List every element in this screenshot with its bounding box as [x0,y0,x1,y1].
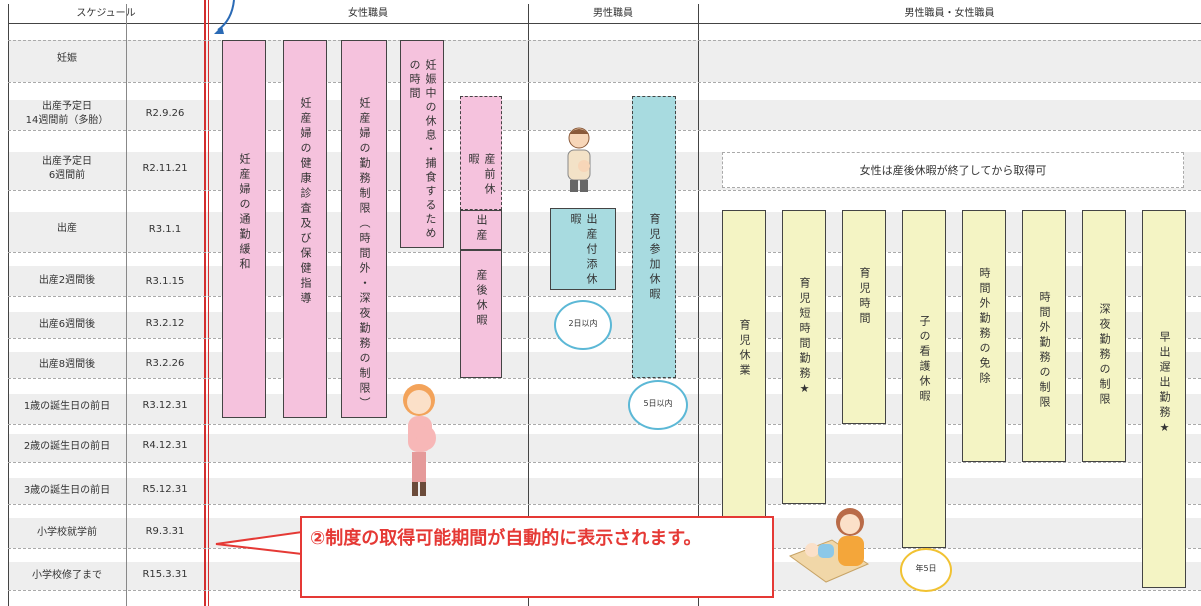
bar-health-check[interactable]: 妊産婦の健康診査及び保健指導 [283,40,327,418]
bar-label: 育児時間 [858,267,871,327]
mother-baby-illustration [786,500,882,586]
schedule-date: R3.2.26 [145,358,185,369]
bar-label: 産前休暇 [467,153,496,198]
both-note-box: 女性は産後休暇が終了してから取得可 [722,152,1184,188]
red-line [204,0,206,606]
schedule-date: R9.3.31 [145,526,185,537]
pregnant-woman-illustration [396,378,442,498]
bar-work-limit[interactable]: 妊産婦の勤務制限（時間外・深夜勤務の制限） [341,40,387,418]
schedule-date: R3.1.1 [148,224,182,235]
schedule-date: R3.12.31 [142,400,188,411]
grid-line [126,4,127,606]
bar-childcare-time[interactable]: 育児時間 [842,210,886,424]
bar-label: 時間外勤務の免除 [978,267,991,387]
bubble-5days: 5日以内 [628,380,688,430]
bar-label: 育児参加休暇 [648,213,661,303]
bar-label: 出産付添休暇 [569,213,598,288]
schedule-label: 出産8週間後 [38,359,96,370]
header-male: 男性職員 [593,8,633,19]
bar-commute-relief[interactable]: 妊産婦の通勤緩和 [222,40,266,418]
header-schedule: スケジュール [76,8,136,19]
schedule-label: 出産予定日 6週間前 [42,156,92,181]
bar-label: 妊産婦の通勤緩和 [238,153,251,273]
schedule-date: R15.3.31 [142,569,188,580]
callout-pointer [214,528,304,558]
row-band [8,40,1201,82]
bar-label: 妊産婦の勤務制限（時間外・深夜勤務の制限） [358,97,371,412]
bubble-2days: 2日以内 [554,300,612,350]
bar-label: 時間外勤務の制限 [1038,291,1051,411]
schedule-label: 出産2週間後 [38,275,96,286]
bar-label: 子の看護休暇 [918,315,931,405]
schedule-label: 1歳の誕生日の前日 [23,401,111,412]
header-row [8,4,1201,24]
schedule-date: R4.12.31 [142,440,188,451]
row-divider [8,130,1201,131]
schedule-date: R3.1.15 [145,276,185,287]
schedule-label: 妊娠 [57,53,77,64]
bar-early-late[interactable]: 早出遅出勤務★ [1142,210,1186,588]
bar-birth[interactable]: 出産 [460,210,502,250]
bar-childcare-participation-leave[interactable]: 育児参加休暇 [632,96,676,378]
header-both: 男性職員・女性職員 [904,8,995,19]
both-note: 女性は産後休暇が終了してから取得可 [859,164,1047,177]
bar-overtime-limit[interactable]: 時間外勤務の制限 [1022,210,1066,462]
row-divider [8,82,1201,83]
bar-overtime-exempt[interactable]: 時間外勤務の免除 [962,210,1006,462]
red-line [208,0,209,606]
father-illustration [554,124,604,194]
row-band [8,100,1201,130]
row-band [8,478,1201,504]
schedule-label: 出産予定日 14週間前（多胎） [25,101,109,126]
schedule-date: R3.2.12 [145,318,185,329]
grid-line [528,4,529,606]
bar-short-hours[interactable]: 育児短時間勤務★ [782,210,826,504]
bar-label: 出産 [475,214,488,244]
schedule-label: 小学校修了まで [32,570,102,581]
schedule-label: 2歳の誕生日の前日 [23,441,111,452]
row-divider [8,190,1201,191]
bar-birth-attendance-leave[interactable]: 出産付添休暇 [550,208,616,290]
bar-night-limit[interactable]: 深夜勤務の制限 [1082,210,1126,462]
bar-label: 育児休業 [738,319,751,379]
header-female: 女性職員 [348,8,388,19]
schedule-label: 小学校就学前 [37,527,97,538]
schedule-label: 出産6週間後 [38,319,96,330]
bar-sick-child-leave[interactable]: 子の看護休暇 [902,210,946,548]
bar-rest-time[interactable]: 妊娠中の休息・捕食するための時間 [400,40,444,248]
bar-prenatal-leave[interactable]: 産前休暇 [460,96,502,210]
schedule-date: R2.11.21 [142,163,188,174]
row-divider [8,504,1201,505]
grid-line [698,4,699,606]
schedule-date: R2.9.26 [145,108,185,119]
row-divider [8,296,1201,297]
row-divider [8,378,1201,379]
bar-label: 育児短時間勤務★ [798,277,811,399]
callout-text: ②制度の取得可能期間が自動的に表示されます。 [300,516,774,598]
bar-label: 早出遅出勤務★ [1158,331,1171,438]
bar-label: 妊産婦の健康診査及び保健指導 [299,97,312,307]
bar-label: 産後休暇 [475,269,488,329]
row-divider [8,424,1201,425]
schedule-label: 3歳の誕生日の前日 [23,485,111,496]
grid-line [8,4,9,606]
row-divider [8,40,1201,41]
schedule-date: R5.12.31 [142,484,188,495]
bar-label: 妊娠中の休息・捕食するための時間 [408,59,437,241]
schedule-label: 出産 [57,223,77,234]
bubble-5days-year: 年5日 [900,548,952,592]
row-divider [8,462,1201,463]
bar-postnatal-leave[interactable]: 産後休暇 [460,250,502,378]
arrow-icon [212,0,242,36]
bar-label: 深夜勤務の制限 [1098,303,1111,408]
